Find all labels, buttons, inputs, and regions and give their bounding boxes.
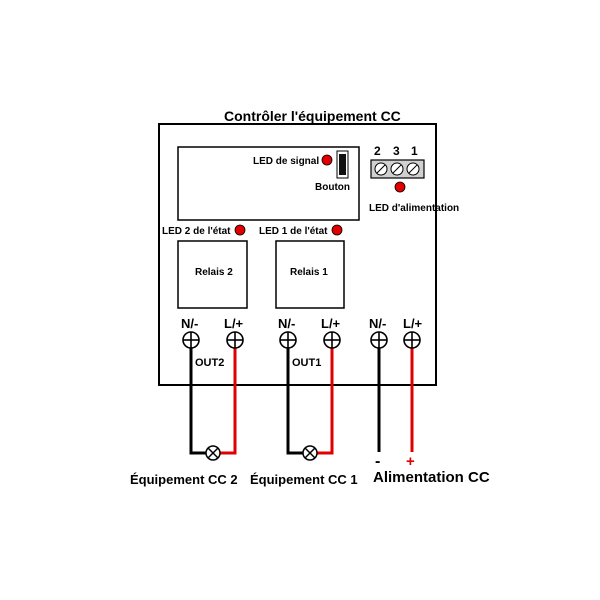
wire-out2-positive xyxy=(219,348,237,455)
led-state2-indicator xyxy=(234,224,246,236)
terminal-number-1: 1 xyxy=(411,144,418,158)
terminal-out2-positive-icon xyxy=(226,331,244,349)
out1-neg-label: N/- xyxy=(278,316,295,331)
wire-out1-positive xyxy=(316,348,334,455)
diagram-title: Contrôler l'équipement CC xyxy=(224,108,401,124)
led-state1-label: LED 1 de l'état xyxy=(259,226,328,237)
out2-label: OUT2 xyxy=(195,357,224,369)
power-minus-sign: - xyxy=(375,453,380,470)
relay-1-label: Relais 1 xyxy=(290,267,328,278)
terminal-out2-negative-icon xyxy=(182,331,200,349)
receiver-module xyxy=(177,146,360,221)
led-power-label: LED d'alimentation xyxy=(369,203,459,214)
out1-label: OUT1 xyxy=(292,357,321,369)
terminal-out1-positive-icon xyxy=(323,331,341,349)
out1-pos-label: L/+ xyxy=(321,316,341,331)
relay-2-box xyxy=(177,240,248,309)
screw-icon xyxy=(390,162,404,176)
led-signal-label: LED de signal xyxy=(253,156,319,167)
pwr-pos-label: L/+ xyxy=(403,316,423,331)
wire-out1-negative xyxy=(286,348,304,455)
terminal-number-3: 3 xyxy=(393,144,400,158)
button-label: Bouton xyxy=(315,182,350,193)
power-supply-label: Alimentation CC xyxy=(373,469,490,486)
button-switch-knob xyxy=(339,154,346,175)
terminal-power-positive-icon xyxy=(403,331,421,349)
screw-icon xyxy=(374,162,388,176)
led-state2-label: LED 2 de l'état xyxy=(162,226,231,237)
controller-box xyxy=(158,123,437,386)
led-state1-indicator xyxy=(331,224,343,236)
relay-1-box xyxy=(275,240,345,309)
out2-pos-label: L/+ xyxy=(224,316,244,331)
terminal-power-negative-icon xyxy=(370,331,388,349)
device2-label: Équipement CC 2 xyxy=(130,472,238,487)
screw-icon xyxy=(406,162,420,176)
terminal-out1-negative-icon xyxy=(279,331,297,349)
pwr-neg-label: N/- xyxy=(369,316,386,331)
led-signal-indicator xyxy=(321,154,333,166)
lamp-load-2-icon xyxy=(205,445,221,461)
lamp-load-1-icon xyxy=(302,445,318,461)
power-plus-sign: + xyxy=(406,453,415,470)
relay-2-label: Relais 2 xyxy=(195,267,233,278)
wire-out2-negative xyxy=(189,348,207,455)
led-power-indicator xyxy=(394,181,406,193)
out2-neg-label: N/- xyxy=(181,316,198,331)
device1-label: Équipement CC 1 xyxy=(250,472,358,487)
terminal-number-2: 2 xyxy=(374,144,381,158)
